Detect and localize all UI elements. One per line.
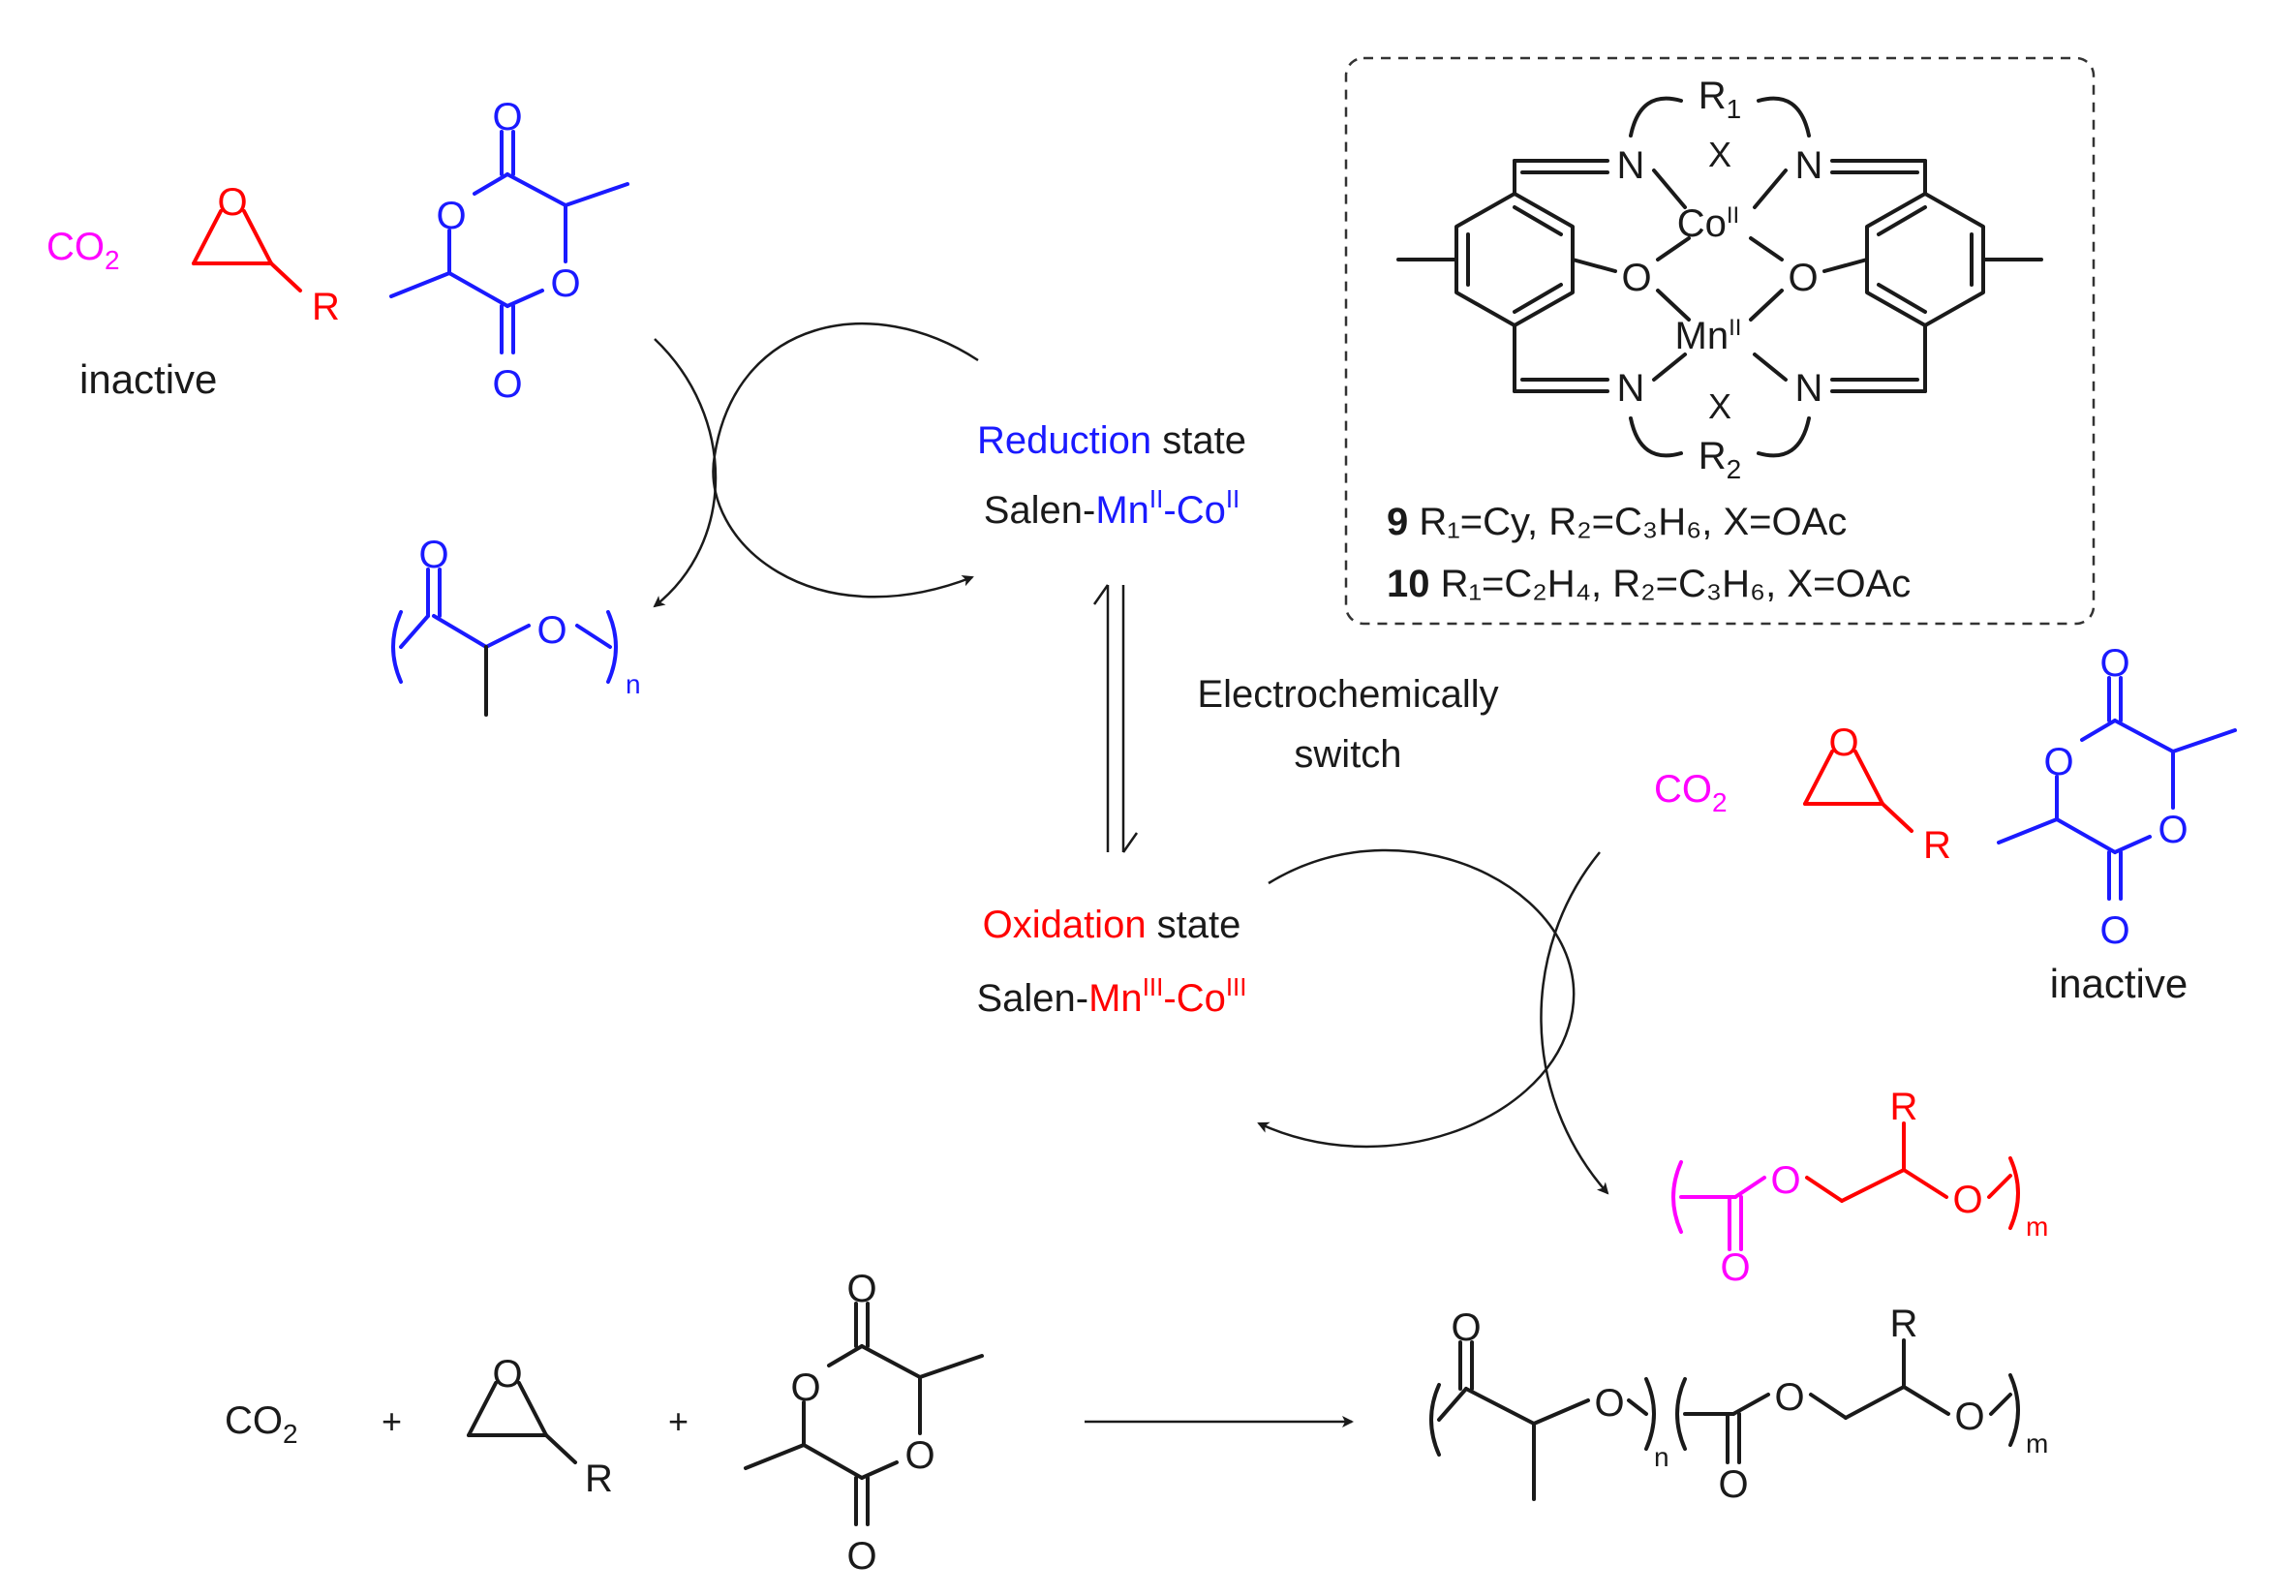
catalyst-n-bottom-right: N: [1795, 367, 1823, 410]
copolymer-r: R: [1890, 1303, 1918, 1345]
oxidation-state-formula: Salen-MnIII-CoIII: [976, 972, 1246, 1020]
epoxide-o-bottom: O: [492, 1353, 522, 1396]
lactide-o-top: O: [492, 96, 522, 138]
lactide-o-bottom: O: [492, 363, 522, 406]
polycarbonate-polymer: O O R O m: [1671, 1086, 2048, 1289]
oxidation-cycle-arrows: [1257, 848, 1609, 1195]
oxidation-state-label: Oxidation state Salen-MnIII-CoIII: [976, 904, 1246, 1020]
switch-label-line1: Electrochemically: [1197, 673, 1498, 716]
copolymer-subscript-n: n: [1654, 1442, 1669, 1472]
lactide-right-o-ring-right: O: [2158, 809, 2188, 851]
catalyst-co: CoII: [1677, 202, 1739, 245]
cycle-arrow-to-oxidation: [1257, 848, 1576, 1149]
epoxide-r-right: R: [1923, 824, 1951, 867]
catalyst-x-bottom: X: [1708, 386, 1731, 426]
lactide-right: [1997, 676, 2237, 901]
cycle-arrow-to-reduction: [712, 322, 979, 598]
plus-1: +: [382, 1401, 402, 1441]
pla-o-carbonyl: O: [418, 534, 448, 576]
overall-reaction: CO2 + O R + O O O O: [225, 1268, 2048, 1578]
lactide-bottom-o-ring-left: O: [790, 1366, 820, 1409]
lactide-right-o-ring-left: O: [2043, 741, 2073, 783]
co2-right: CO2: [1654, 768, 1728, 817]
catalyst-n-top-left: N: [1617, 144, 1645, 187]
reduction-state-formula: Salen-MnII-CoII: [984, 484, 1240, 532]
catalyst-box: R1 R2 N N N N X X CoII MnII O O 9 R₁=Cy,…: [1344, 56, 2096, 626]
epoxide-o-top-left: O: [217, 181, 247, 224]
catalyst-r2: R2: [1699, 435, 1741, 484]
cycle-arrow-to-pc: [1540, 851, 1609, 1195]
lactide-bottom: [744, 1302, 984, 1526]
epoxide-r-bottom: R: [585, 1458, 613, 1500]
lactide-o-ring-left: O: [436, 195, 466, 237]
copolymer-subscript-m: m: [2026, 1428, 2048, 1458]
reduction-state-label: Reduction state Salen-MnII-CoII: [977, 419, 1246, 532]
copolymer-o-ester-1: O: [1594, 1382, 1624, 1425]
catalyst-o-right: O: [1788, 257, 1818, 299]
pc-o-carbonyl: O: [1720, 1246, 1750, 1289]
pla-o-ester: O: [536, 609, 566, 652]
catalyst-legend-9: 9 R₁=Cy, R₂=C₃H₆, X=OAc: [1387, 501, 1847, 543]
plus-2: +: [668, 1401, 689, 1441]
catalyst-r1: R1: [1699, 75, 1741, 124]
lactide-right-o-bottom: O: [2099, 909, 2129, 952]
epoxide-right: [1803, 750, 1913, 833]
lactide-bottom-o-bottom: O: [846, 1535, 876, 1578]
pc-subscript-m: m: [2026, 1212, 2048, 1242]
lactide-bottom-o-ring-right: O: [904, 1434, 934, 1477]
right-reactants: CO2 O R O O O O inactive: [1654, 642, 2237, 1006]
epoxide-bottom: [467, 1381, 577, 1464]
catalyst-skeleton: [1396, 96, 2043, 458]
pc-o-ether: O: [1952, 1179, 1982, 1221]
epoxide-r-top-left: R: [312, 286, 340, 328]
catalyst-n-bottom-left: N: [1617, 367, 1645, 410]
lactide-top-left: [389, 130, 629, 354]
oxidation-state-title: Oxidation state: [983, 904, 1241, 946]
pla-subscript-n: n: [626, 669, 641, 699]
pla-polymer: O O n: [391, 534, 641, 717]
pc-r: R: [1890, 1086, 1918, 1128]
lactide-o-ring-right: O: [550, 262, 580, 305]
pc-o-ester: O: [1770, 1159, 1800, 1202]
epoxide-o-right: O: [1828, 721, 1858, 764]
copolymer-o-ester-2: O: [1774, 1376, 1804, 1419]
inactive-label-right: inactive: [2050, 961, 2188, 1006]
lactide-right-o-top: O: [2099, 642, 2129, 685]
catalyst-legend-10: 10 R₁=C₂H₄, R₂=C₃H₆, X=OAc: [1387, 563, 1911, 605]
lactide-bottom-o-top: O: [846, 1268, 876, 1310]
catalyst-n-top-right: N: [1795, 144, 1823, 187]
epoxide-top-left: [192, 209, 302, 292]
cycle-arrow-to-pla: [653, 338, 718, 608]
top-left-reactants: CO2 O R O O O O inactive: [46, 96, 629, 406]
copolymer-o-carbonyl-2: O: [1718, 1463, 1748, 1506]
copolymer-o-ether: O: [1954, 1396, 1984, 1438]
co2-top-left: CO2: [46, 226, 120, 275]
block-copolymer: [1429, 1338, 2020, 1501]
co2-bottom: CO2: [225, 1399, 298, 1449]
switch-label-line2: switch: [1294, 733, 1401, 776]
copolymer-o-carbonyl-1: O: [1451, 1306, 1481, 1349]
inactive-label-top-left: inactive: [79, 356, 217, 402]
reduction-state-title: Reduction state: [977, 419, 1246, 462]
catalyst-x-top: X: [1708, 135, 1731, 174]
equilibrium-arrows: [1092, 584, 1139, 853]
catalyst-o-left: O: [1621, 257, 1651, 299]
reduction-cycle-arrows: [653, 322, 979, 608]
catalyst-mn: MnII: [1675, 315, 1742, 357]
